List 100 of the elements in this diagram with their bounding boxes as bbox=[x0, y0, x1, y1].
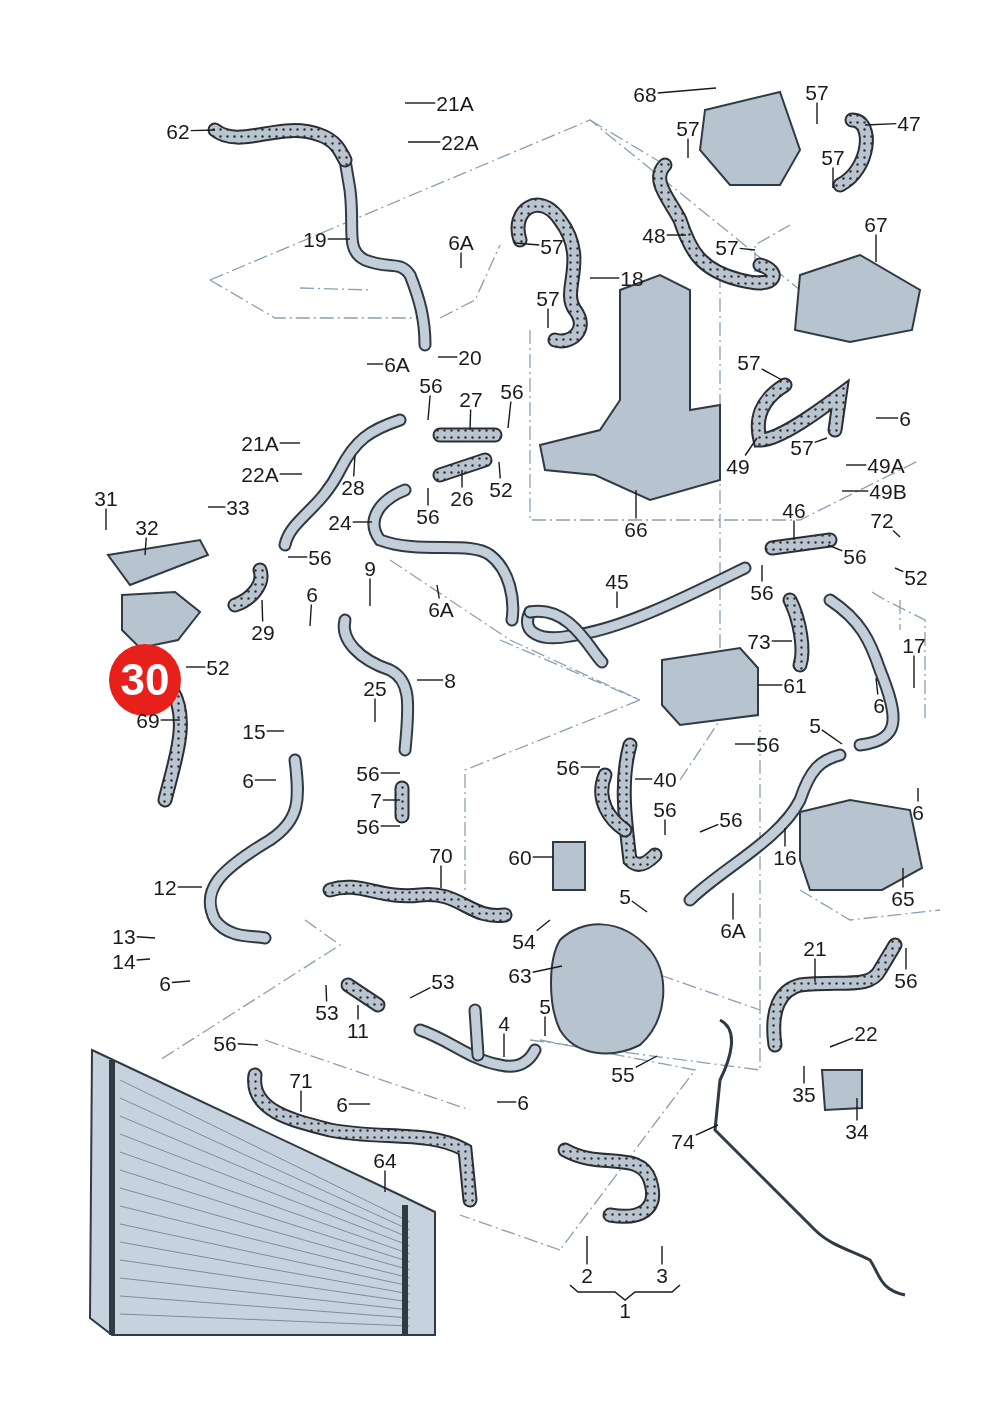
callout-number: 74 bbox=[670, 1130, 696, 1152]
callout-number: 63 bbox=[507, 964, 533, 986]
callout-number: 68 bbox=[632, 83, 658, 105]
callout-number: 57 bbox=[535, 287, 561, 309]
callout-number: 33 bbox=[225, 496, 251, 518]
callout-number: 57 bbox=[539, 235, 565, 257]
leader-line bbox=[634, 778, 654, 780]
leader-line bbox=[407, 141, 441, 143]
leader-line bbox=[829, 1037, 855, 1048]
callout-number: 54 bbox=[511, 930, 537, 952]
leader-line bbox=[287, 556, 308, 558]
callout-number: 7 bbox=[369, 789, 383, 811]
leader-line bbox=[136, 958, 151, 961]
leader-line bbox=[656, 87, 717, 94]
leader-line bbox=[404, 102, 436, 104]
callout-number: 32 bbox=[134, 516, 160, 538]
leader-line bbox=[875, 233, 877, 263]
leader-line bbox=[461, 469, 463, 489]
callout-number: 40 bbox=[652, 768, 678, 790]
callout-number: 6A bbox=[447, 231, 475, 253]
leader-line bbox=[190, 129, 216, 132]
callout-number: 6A bbox=[719, 919, 747, 941]
leader-line bbox=[535, 919, 551, 932]
callout-number: 19 bbox=[302, 228, 328, 250]
leader-line bbox=[661, 1245, 663, 1266]
leader-line bbox=[841, 490, 869, 492]
callout-number: 6 bbox=[516, 1091, 530, 1113]
leader-line bbox=[902, 867, 904, 889]
callout-number: 52 bbox=[205, 656, 231, 678]
callout-number: 61 bbox=[782, 674, 808, 696]
callout-number: 52 bbox=[903, 566, 929, 588]
leader-line bbox=[814, 957, 816, 983]
leader-line bbox=[845, 464, 867, 466]
callout-number: 26 bbox=[449, 487, 475, 509]
leader-line bbox=[631, 900, 648, 913]
callout-number: 49B bbox=[868, 480, 908, 502]
callout-number: 5 bbox=[808, 714, 822, 736]
leader-line bbox=[616, 590, 618, 609]
leader-line bbox=[634, 1055, 658, 1068]
callout-number: 21A bbox=[435, 92, 475, 114]
callout-number: 21 bbox=[802, 937, 828, 959]
leader-line bbox=[913, 654, 915, 689]
callout-number: 57 bbox=[714, 236, 740, 258]
leader-line bbox=[254, 779, 277, 781]
callout-number: 15 bbox=[241, 720, 267, 742]
leader-line bbox=[309, 603, 313, 627]
leader-line bbox=[760, 368, 783, 381]
leader-line bbox=[300, 1089, 302, 1113]
leader-line bbox=[664, 818, 666, 836]
leader-line bbox=[875, 417, 899, 419]
leader-line bbox=[821, 729, 843, 745]
callout-number: 28 bbox=[340, 476, 366, 498]
leader-line bbox=[136, 936, 156, 939]
leader-line bbox=[348, 1103, 371, 1105]
callout-number: 22A bbox=[440, 131, 480, 153]
callout-number: 6 bbox=[898, 407, 912, 429]
leader-line bbox=[380, 772, 401, 774]
callout-number: 57 bbox=[804, 81, 830, 103]
leader-line bbox=[436, 584, 440, 600]
leader-line bbox=[531, 856, 554, 858]
callout-number: 5 bbox=[618, 885, 632, 907]
leader-line bbox=[894, 567, 905, 573]
callout-number: 56 bbox=[555, 756, 581, 778]
leader-line bbox=[687, 137, 689, 159]
leader-line bbox=[380, 825, 401, 827]
leader-line bbox=[261, 599, 264, 623]
leader-line bbox=[171, 980, 191, 984]
leader-line bbox=[813, 437, 828, 444]
callout-number: 57 bbox=[675, 117, 701, 139]
leader-line bbox=[503, 1032, 505, 1058]
leader-line bbox=[427, 394, 431, 421]
callout-number: 3 bbox=[655, 1264, 669, 1286]
leader-line bbox=[352, 521, 373, 523]
leader-line bbox=[732, 892, 734, 921]
leader-line bbox=[761, 564, 763, 583]
leader-line bbox=[160, 719, 181, 721]
callout-number: 6 bbox=[158, 972, 172, 994]
leader-line bbox=[827, 544, 844, 552]
leader-line bbox=[875, 677, 879, 696]
callout-number: 71 bbox=[288, 1069, 314, 1091]
callout-number: 22A bbox=[240, 463, 280, 485]
callout-number: 70 bbox=[428, 844, 454, 866]
leader-line bbox=[144, 536, 147, 556]
leader-line bbox=[694, 1124, 719, 1136]
leader-line bbox=[325, 984, 328, 1003]
leader-line bbox=[384, 1169, 386, 1193]
leader-line bbox=[803, 1065, 805, 1085]
callout-number: 6A bbox=[427, 598, 455, 620]
callout-number: 13 bbox=[111, 925, 137, 947]
leader-line bbox=[469, 408, 472, 431]
callout-number: 21A bbox=[240, 432, 280, 454]
callout-number: 20 bbox=[457, 346, 483, 368]
leader-line bbox=[416, 679, 444, 681]
callout-number: 56 bbox=[355, 762, 381, 784]
leader-line bbox=[734, 743, 757, 745]
callout-number: 17 bbox=[901, 634, 927, 656]
callout-number: 57 bbox=[820, 146, 846, 168]
leader-line bbox=[757, 684, 784, 686]
callout-number: 56 bbox=[355, 815, 381, 837]
callout-number: 49 bbox=[725, 455, 751, 477]
